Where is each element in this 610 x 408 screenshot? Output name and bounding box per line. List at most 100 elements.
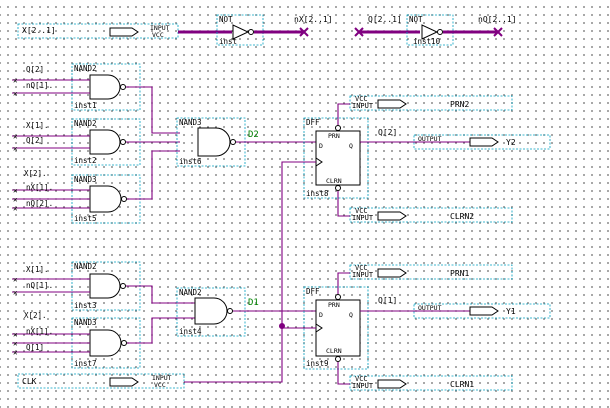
inst8-type: DFF	[306, 118, 320, 127]
vcc-prn1-label: PRN1	[450, 269, 469, 278]
inst5-in3-label: nQ[2].	[26, 199, 53, 208]
inst5-in2-label: nX[1].	[26, 183, 53, 192]
vcc-clrn1-type: INPUT	[352, 382, 374, 390]
inst9-q: Q	[349, 311, 353, 319]
svg-text:✕: ✕	[13, 89, 18, 98]
vcc-prn2-type: INPUT	[352, 102, 374, 110]
input-clk-type: INPUT	[152, 374, 172, 382]
output-y2[interactable]: OUTPUT Y2	[413, 134, 551, 150]
input-x-bus-label: X[2..1]	[22, 26, 56, 35]
svg-text:✕: ✕	[13, 186, 18, 195]
not-inst-type: NOT	[219, 15, 233, 24]
vcc-prn1[interactable]: VCC INPUT PRN1	[349, 264, 513, 280]
not-inst10-name: inst10	[413, 37, 441, 46]
inst8-q: Q	[349, 142, 353, 150]
inst7-in1-label: X[2].	[24, 311, 47, 320]
inst1-name: inst1	[74, 101, 97, 110]
q1-signal-label: Q[1]	[378, 296, 397, 305]
svg-text:✕: ✕	[13, 330, 18, 339]
signal-d1-label: D1	[248, 298, 259, 308]
svg-text:✕: ✕	[13, 76, 18, 85]
inst7-type: NAND3	[74, 318, 97, 327]
inst9-name: inst9	[306, 359, 329, 368]
input-clk-default: VCC	[154, 381, 166, 389]
dff-inst8[interactable]: DFF PRN D Q CLRN inst8	[303, 117, 369, 199]
vcc-prn2[interactable]: VCC INPUT PRN2	[349, 95, 513, 111]
inst3-type: NAND2	[74, 262, 97, 271]
input-clk[interactable]: CLK INPUT VCC	[17, 373, 185, 389]
vcc-clrn2-vcc: VCC	[355, 207, 368, 215]
inst5-in1-label: X[2].	[24, 169, 47, 178]
vcc-clrn2[interactable]: VCC INPUT CLRN2	[349, 207, 513, 223]
inst1-type: NAND2	[74, 64, 97, 73]
svg-text:✕: ✕	[13, 144, 18, 153]
inst9-clrn: CLRN	[326, 347, 342, 355]
svg-text:✕: ✕	[13, 132, 18, 141]
inst7-in2-label: nX[1].	[26, 327, 53, 336]
inst7-name: inst7	[74, 359, 97, 368]
nand3-inst7[interactable]: NAND3 inst7	[71, 317, 141, 369]
svg-text:✕: ✕	[13, 339, 18, 348]
output-y1-type: OUTPUT	[418, 304, 442, 312]
input-x-bus[interactable]: X[2..1] INPUT VCC	[17, 23, 179, 39]
inst3-name: inst3	[74, 301, 97, 310]
inst2-type: NAND2	[74, 119, 97, 128]
wire-clk	[184, 161, 316, 383]
inst8-prn: PRN	[328, 132, 340, 140]
nand2-inst3[interactable]: NAND2 inst3	[71, 261, 141, 311]
inst4-name: inst4	[179, 327, 202, 336]
inst7-in3-label: Q[1]	[26, 343, 44, 352]
q2-signal-label: Q[2]	[378, 128, 397, 137]
inst3-in2-label: nQ[1].	[26, 281, 53, 290]
svg-text:✕: ✕	[13, 275, 18, 284]
input-x-type: INPUT	[150, 24, 170, 32]
not-inst10-type: NOT	[409, 15, 423, 24]
nx-bus-terminal[interactable]: nX[2..1]	[294, 15, 333, 37]
svg-text:✕: ✕	[13, 204, 18, 213]
inst9-prn: PRN	[328, 301, 340, 309]
output-y2-type: OUTPUT	[418, 135, 442, 143]
output-y2-name: Y2	[506, 138, 516, 147]
q-bus-label: Q[2..1]	[368, 15, 402, 24]
vcc-prn1-type: INPUT	[352, 271, 374, 279]
output-y1[interactable]: OUTPUT Y1	[413, 303, 551, 319]
not-inst10[interactable]: NOT inst10	[406, 14, 454, 46]
not-inst-name: inst	[219, 37, 237, 46]
inst8-name: inst8	[306, 189, 329, 198]
inst4-type: NAND2	[179, 288, 202, 297]
nq-bus-label: nQ[2..1]	[478, 15, 517, 24]
inst5-type: NAND3	[74, 175, 97, 184]
vcc-clrn1[interactable]: VCC INPUT CLRN1	[349, 375, 513, 391]
inst2-in1-label: X[1].	[26, 121, 49, 130]
nand2-inst4[interactable]: NAND2 inst4	[176, 287, 246, 337]
inst8-d: D	[319, 142, 323, 150]
inst9-type: DFF	[306, 287, 320, 296]
inst6-name: inst6	[179, 157, 202, 166]
inst3-in1-label: X[1].	[26, 265, 49, 274]
nq-bus-terminal[interactable]: nQ[2..1]	[478, 15, 517, 37]
svg-text:✕: ✕	[13, 348, 18, 357]
inst2-in2-label: Q[2]	[26, 136, 44, 145]
input-x-default: VCC	[152, 31, 164, 39]
clk-junction	[279, 323, 285, 329]
vcc-prn1-vcc: VCC	[355, 264, 368, 272]
not-inst[interactable]: NOT inst	[216, 14, 264, 46]
vcc-clrn2-type: INPUT	[352, 214, 374, 222]
inst6-type: NAND3	[179, 118, 202, 127]
inst8-clrn: CLRN	[326, 177, 342, 185]
inst9-d: D	[319, 311, 323, 319]
inst1-in1-label: Q[2]	[26, 65, 44, 74]
inst2-name: inst2	[74, 156, 97, 165]
nand3-inst6[interactable]: NAND3 inst6	[176, 117, 246, 167]
vcc-clrn1-vcc: VCC	[355, 375, 368, 383]
nx-bus-label: nX[2..1]	[294, 15, 333, 24]
input-clk-label: CLK	[22, 377, 37, 386]
nand2-inst2[interactable]: NAND2 inst2	[71, 118, 141, 166]
dff-inst9[interactable]: DFF PRN D Q CLRN inst9	[303, 286, 369, 370]
output-y1-name: Y1	[506, 307, 516, 316]
vcc-clrn1-label: CLRN1	[450, 380, 474, 389]
vcc-clrn2-label: CLRN2	[450, 212, 474, 221]
vcc-prn2-label: PRN2	[450, 100, 469, 109]
